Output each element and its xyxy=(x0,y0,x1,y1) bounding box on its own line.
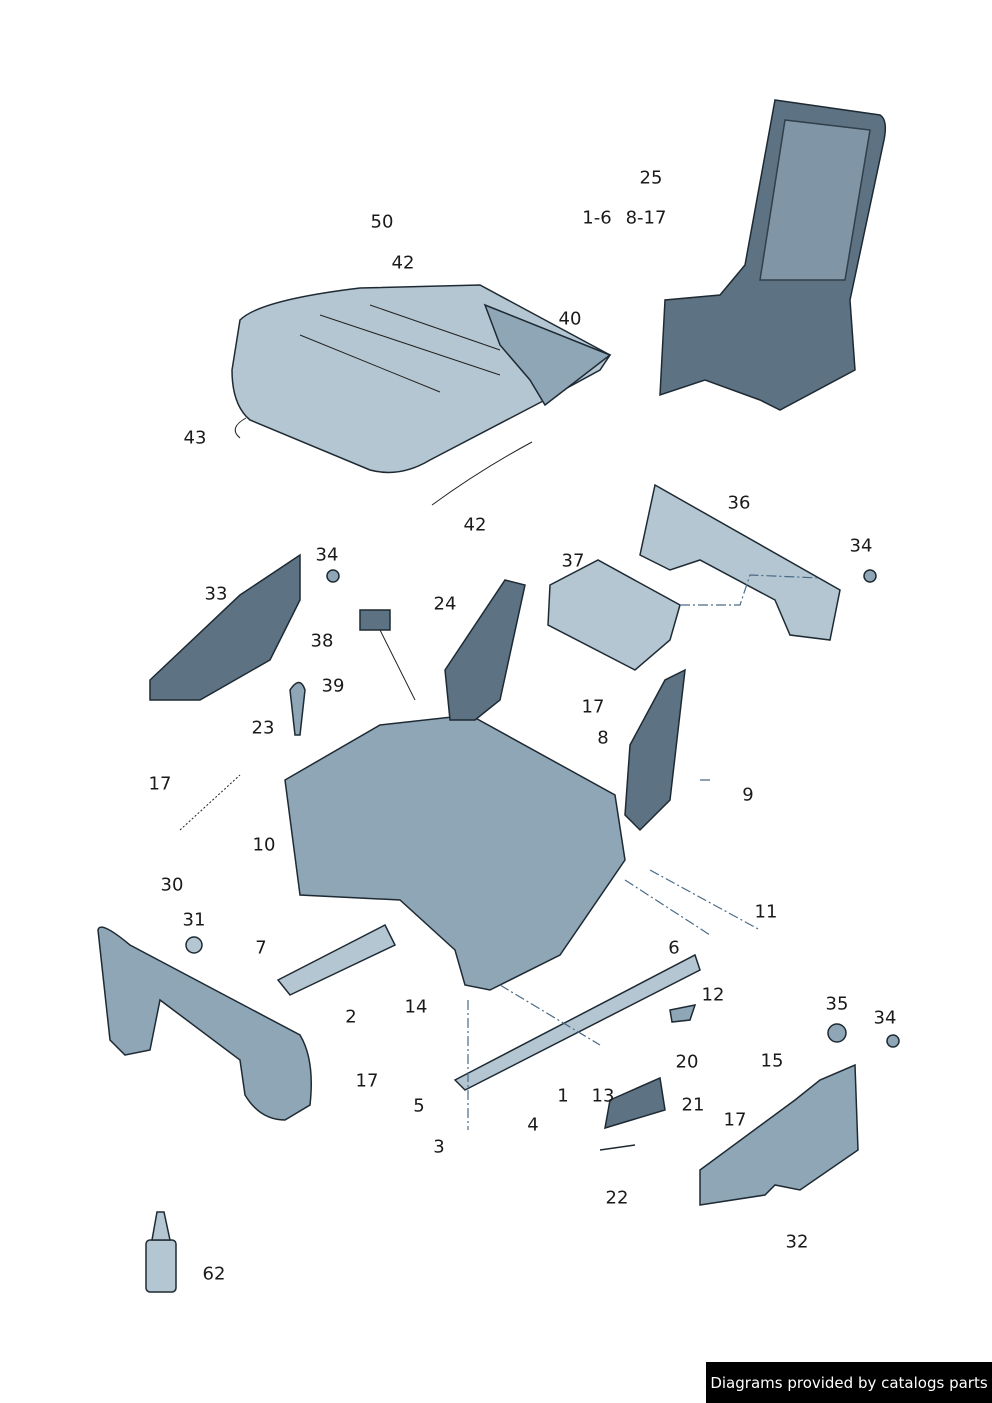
callout-34[interactable]: 34 xyxy=(849,535,873,557)
callout-39[interactable]: 39 xyxy=(321,675,345,697)
callout-12[interactable]: 12 xyxy=(701,984,725,1006)
callout-62[interactable]: 62 xyxy=(202,1263,226,1285)
bolt-34[interactable] xyxy=(863,569,877,583)
callout-36[interactable]: 36 xyxy=(727,492,751,514)
callout-17[interactable]: 17 xyxy=(355,1070,379,1092)
callout-50[interactable]: 50 xyxy=(370,211,394,233)
callout-40[interactable]: 40 xyxy=(558,308,582,330)
callout-42[interactable]: 42 xyxy=(391,252,415,274)
callout-23[interactable]: 23 xyxy=(251,717,275,739)
bolt-34[interactable] xyxy=(326,569,340,583)
callout-20[interactable]: 20 xyxy=(675,1051,699,1073)
callout-15[interactable]: 15 xyxy=(760,1050,784,1072)
cover-37[interactable] xyxy=(547,559,681,671)
callout-1-6[interactable]: 1-6 xyxy=(582,207,612,229)
callout-8[interactable]: 8 xyxy=(597,727,609,749)
callout-11[interactable]: 11 xyxy=(754,901,778,923)
seat-rail[interactable] xyxy=(453,953,701,1091)
side-cover-30[interactable] xyxy=(97,926,312,1121)
callout-43[interactable]: 43 xyxy=(183,427,207,449)
seat-frame-assembly[interactable] xyxy=(659,99,887,411)
callout-33[interactable]: 33 xyxy=(204,583,228,605)
callout-17[interactable]: 17 xyxy=(148,773,172,795)
callout-5[interactable]: 5 xyxy=(413,1095,425,1117)
callout-2[interactable]: 2 xyxy=(345,1006,357,1028)
callout-17[interactable]: 17 xyxy=(581,696,605,718)
lever-21[interactable] xyxy=(599,1076,666,1151)
bushing-35[interactable] xyxy=(827,1023,847,1043)
callout-13[interactable]: 13 xyxy=(591,1085,615,1107)
wire[interactable] xyxy=(431,441,533,506)
callout-8-17[interactable]: 8-17 xyxy=(625,207,667,229)
callout-17[interactable]: 17 xyxy=(723,1109,747,1131)
seat-base-frame[interactable] xyxy=(284,579,686,991)
callout-22[interactable]: 22 xyxy=(605,1187,629,1209)
callout-3[interactable]: 3 xyxy=(433,1136,445,1158)
callout-31[interactable]: 31 xyxy=(182,909,206,931)
seat-belt-buckle[interactable] xyxy=(359,609,391,631)
cap-20[interactable] xyxy=(669,1004,697,1023)
callout-34[interactable]: 34 xyxy=(315,544,339,566)
callout-32[interactable]: 32 xyxy=(785,1231,809,1253)
spring-17[interactable] xyxy=(179,774,241,831)
seat-cushion[interactable] xyxy=(231,284,612,474)
callout-4[interactable]: 4 xyxy=(527,1114,539,1136)
callout-34[interactable]: 34 xyxy=(873,1007,897,1029)
callout-14[interactable]: 14 xyxy=(404,996,428,1018)
callout-21[interactable]: 21 xyxy=(681,1094,705,1116)
callout-1[interactable]: 1 xyxy=(557,1085,569,1107)
callout-24[interactable]: 24 xyxy=(433,593,457,615)
clip[interactable] xyxy=(234,417,247,439)
callout-25[interactable]: 25 xyxy=(639,167,663,189)
callout-10[interactable]: 10 xyxy=(252,834,276,856)
handle-23[interactable] xyxy=(289,681,306,736)
footer-credit: Diagrams provided by catalogs parts xyxy=(706,1362,992,1403)
callout-30[interactable]: 30 xyxy=(160,874,184,896)
rear-trim-panel[interactable] xyxy=(639,483,841,641)
callout-42[interactable]: 42 xyxy=(463,514,487,536)
side-trim-33[interactable] xyxy=(149,553,301,701)
callout-37[interactable]: 37 xyxy=(561,550,585,572)
side-cover-32[interactable] xyxy=(699,1063,859,1206)
callout-35[interactable]: 35 xyxy=(825,993,849,1015)
callout-7[interactable]: 7 xyxy=(255,937,267,959)
callout-38[interactable]: 38 xyxy=(310,630,334,652)
callout-9[interactable]: 9 xyxy=(742,784,754,806)
bushing-31[interactable] xyxy=(185,936,203,954)
callout-6[interactable]: 6 xyxy=(668,937,680,959)
bolt-34[interactable] xyxy=(886,1034,900,1048)
seat-rail-left[interactable] xyxy=(276,923,397,996)
lubricant-bottle[interactable] xyxy=(145,1211,177,1293)
